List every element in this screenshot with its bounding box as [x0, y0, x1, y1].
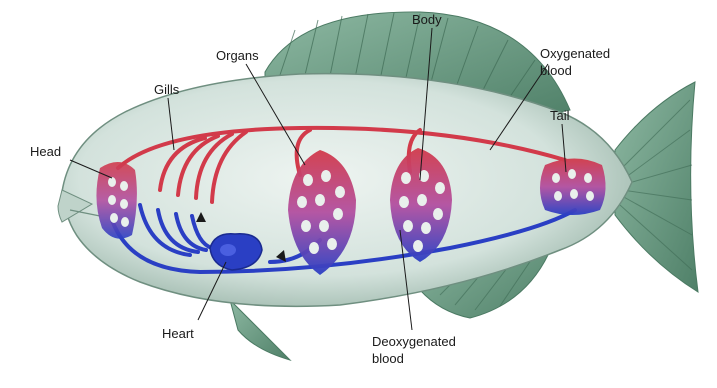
tail-capillaries: [540, 159, 606, 216]
label-gills: Gills: [154, 82, 180, 97]
label-organs: Organs: [216, 48, 259, 63]
label-deoxygenated-line2: blood: [372, 351, 404, 366]
label-oxygenated-line1: Oxygenated: [540, 46, 610, 61]
label-oxygenated-line2: blood: [540, 63, 572, 78]
label-deoxygenated-line1: Deoxygenated: [372, 334, 456, 349]
label-head: Head: [30, 144, 61, 159]
label-tail: Tail: [550, 108, 570, 123]
label-body: Body: [412, 12, 442, 27]
pelvic-fin: [230, 300, 290, 360]
label-heart: Heart: [162, 326, 194, 341]
